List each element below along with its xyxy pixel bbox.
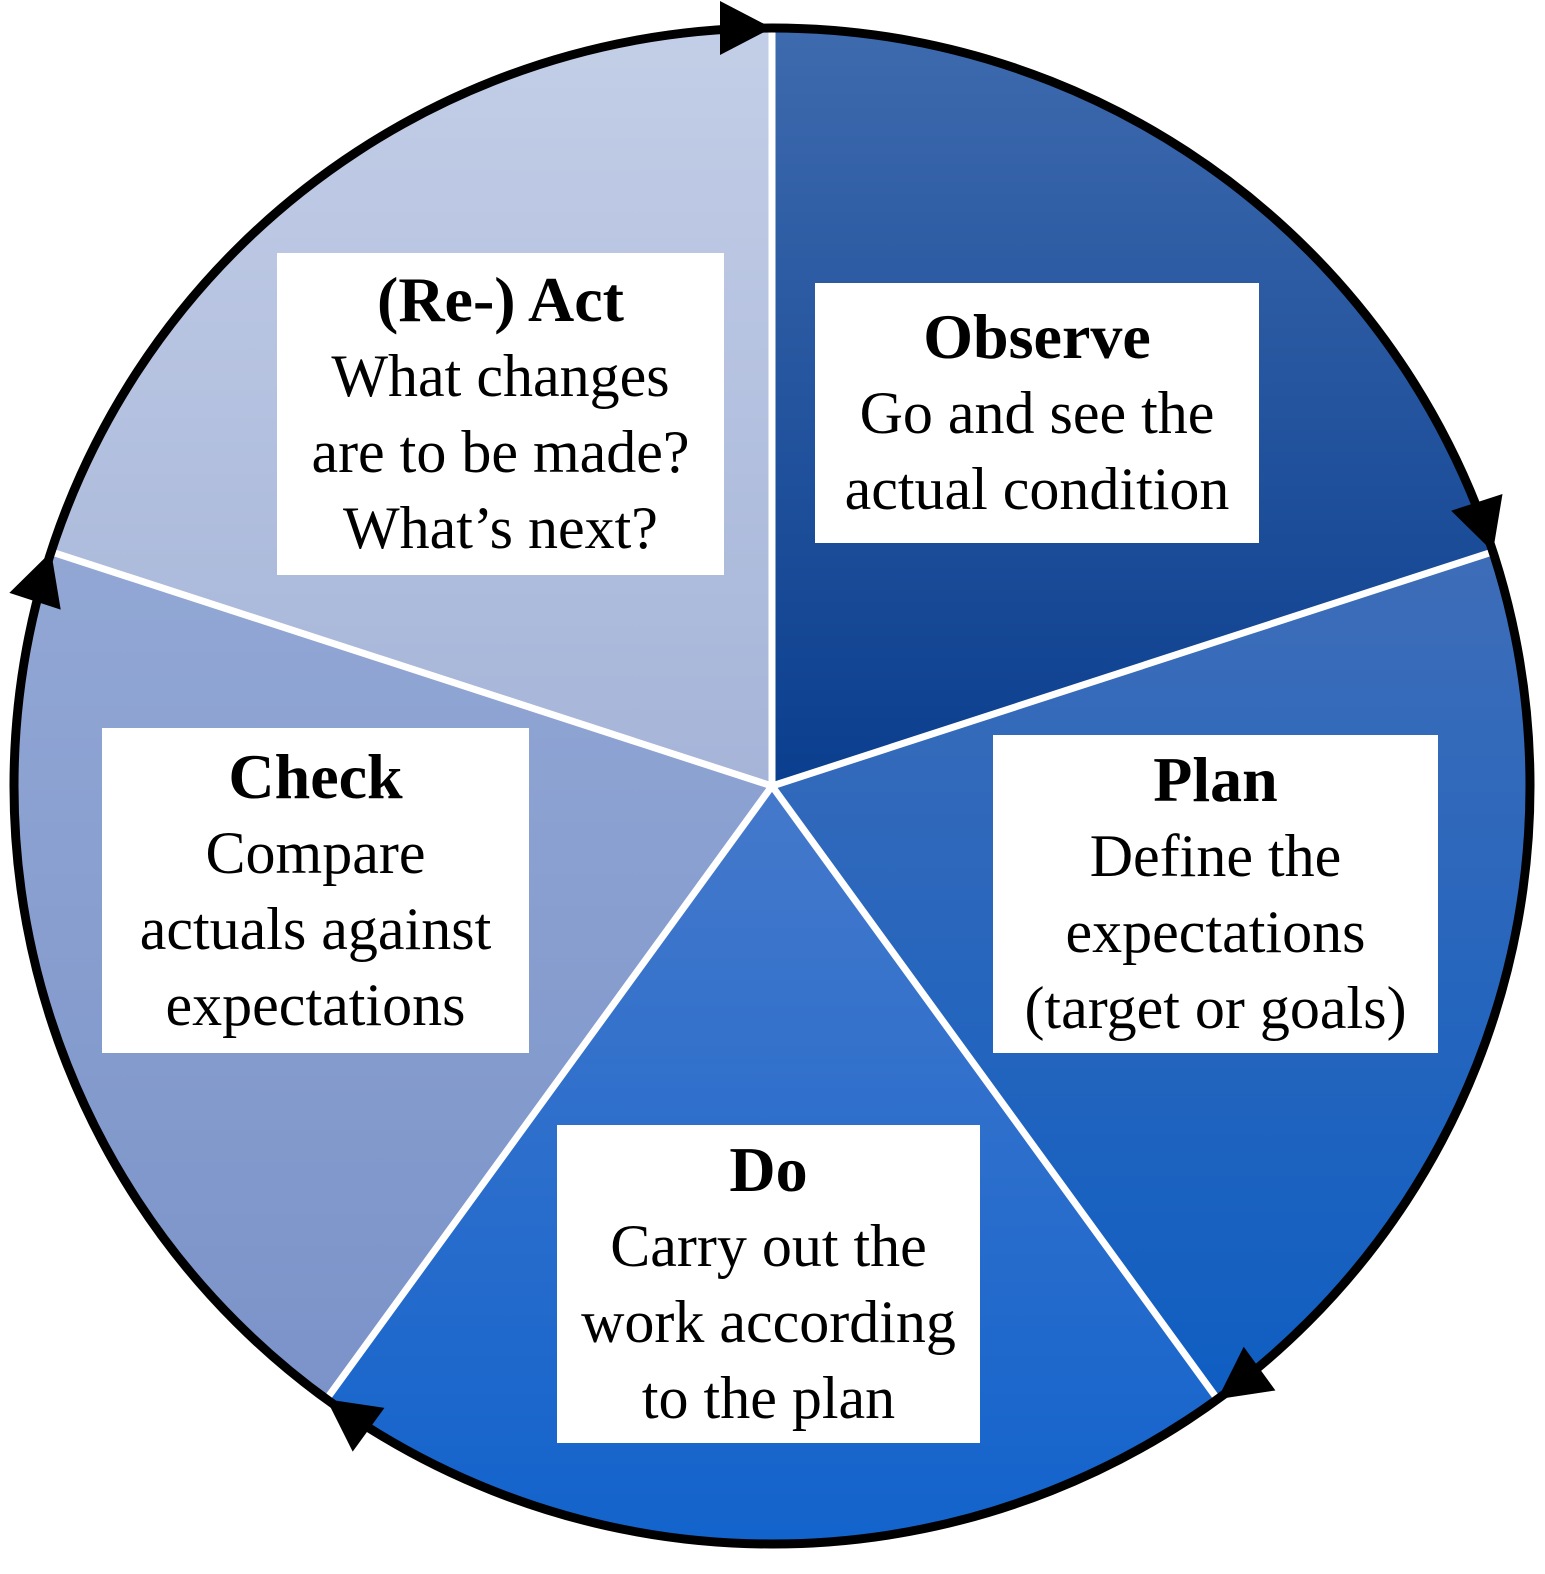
segment-description-line: Compare — [205, 819, 426, 886]
segment-divider — [769, 783, 1221, 1402]
segment-description-line: expectations — [1065, 899, 1366, 965]
label-box-plan: Plan Define the expectations (target or … — [993, 735, 1438, 1053]
segment-description-line: Carry out the — [610, 1213, 927, 1279]
segment-description-line: actual condition — [844, 456, 1230, 522]
segment-description-line: actuals against — [139, 895, 492, 962]
segment-title-check: Check — [228, 740, 403, 812]
segment-description-line: (target or goals) — [1024, 975, 1407, 1041]
arrow-act-to-observe-icon — [720, 1, 772, 55]
segment-divider — [323, 783, 775, 1402]
segment-dividers — [50, 28, 1494, 1402]
segment-description-line: What’s next? — [343, 495, 658, 561]
segment-title-observe: Observe — [923, 301, 1151, 372]
label-box-do: Do Carry out the work according to the p… — [557, 1125, 980, 1443]
segment-divider — [50, 548, 774, 790]
flow-arrows — [9, 1, 1503, 1452]
segment-description-line: What changes — [331, 343, 670, 409]
segment-description-line: Define the — [1089, 823, 1342, 889]
arrow-check-to-act-icon — [9, 551, 61, 610]
arrow-do-to-check-icon — [326, 1399, 385, 1452]
segment-title-plan: Plan — [1153, 744, 1278, 815]
label-box-react: (Re-) Act What changes are to be made? W… — [277, 253, 724, 575]
arrow-plan-to-do-icon — [1217, 1346, 1276, 1400]
segment-title-do: Do — [729, 1134, 808, 1205]
label-box-observe: Observe Go and see the actual condition — [815, 283, 1259, 543]
segment-description-line: are to be made? — [311, 419, 690, 485]
segment-title-react: (Re-) Act — [377, 264, 624, 335]
segment-description-line: to the plan — [641, 1365, 896, 1431]
segment-description-line: expectations — [165, 971, 466, 1038]
arrow-observe-to-plan-icon — [1451, 494, 1503, 552]
segment-description-line: work according — [581, 1289, 956, 1355]
segment-description-line: Go and see the — [859, 380, 1215, 446]
segment-divider — [770, 548, 1494, 790]
label-box-check: Check Compare actuals against expectatio… — [102, 728, 529, 1053]
